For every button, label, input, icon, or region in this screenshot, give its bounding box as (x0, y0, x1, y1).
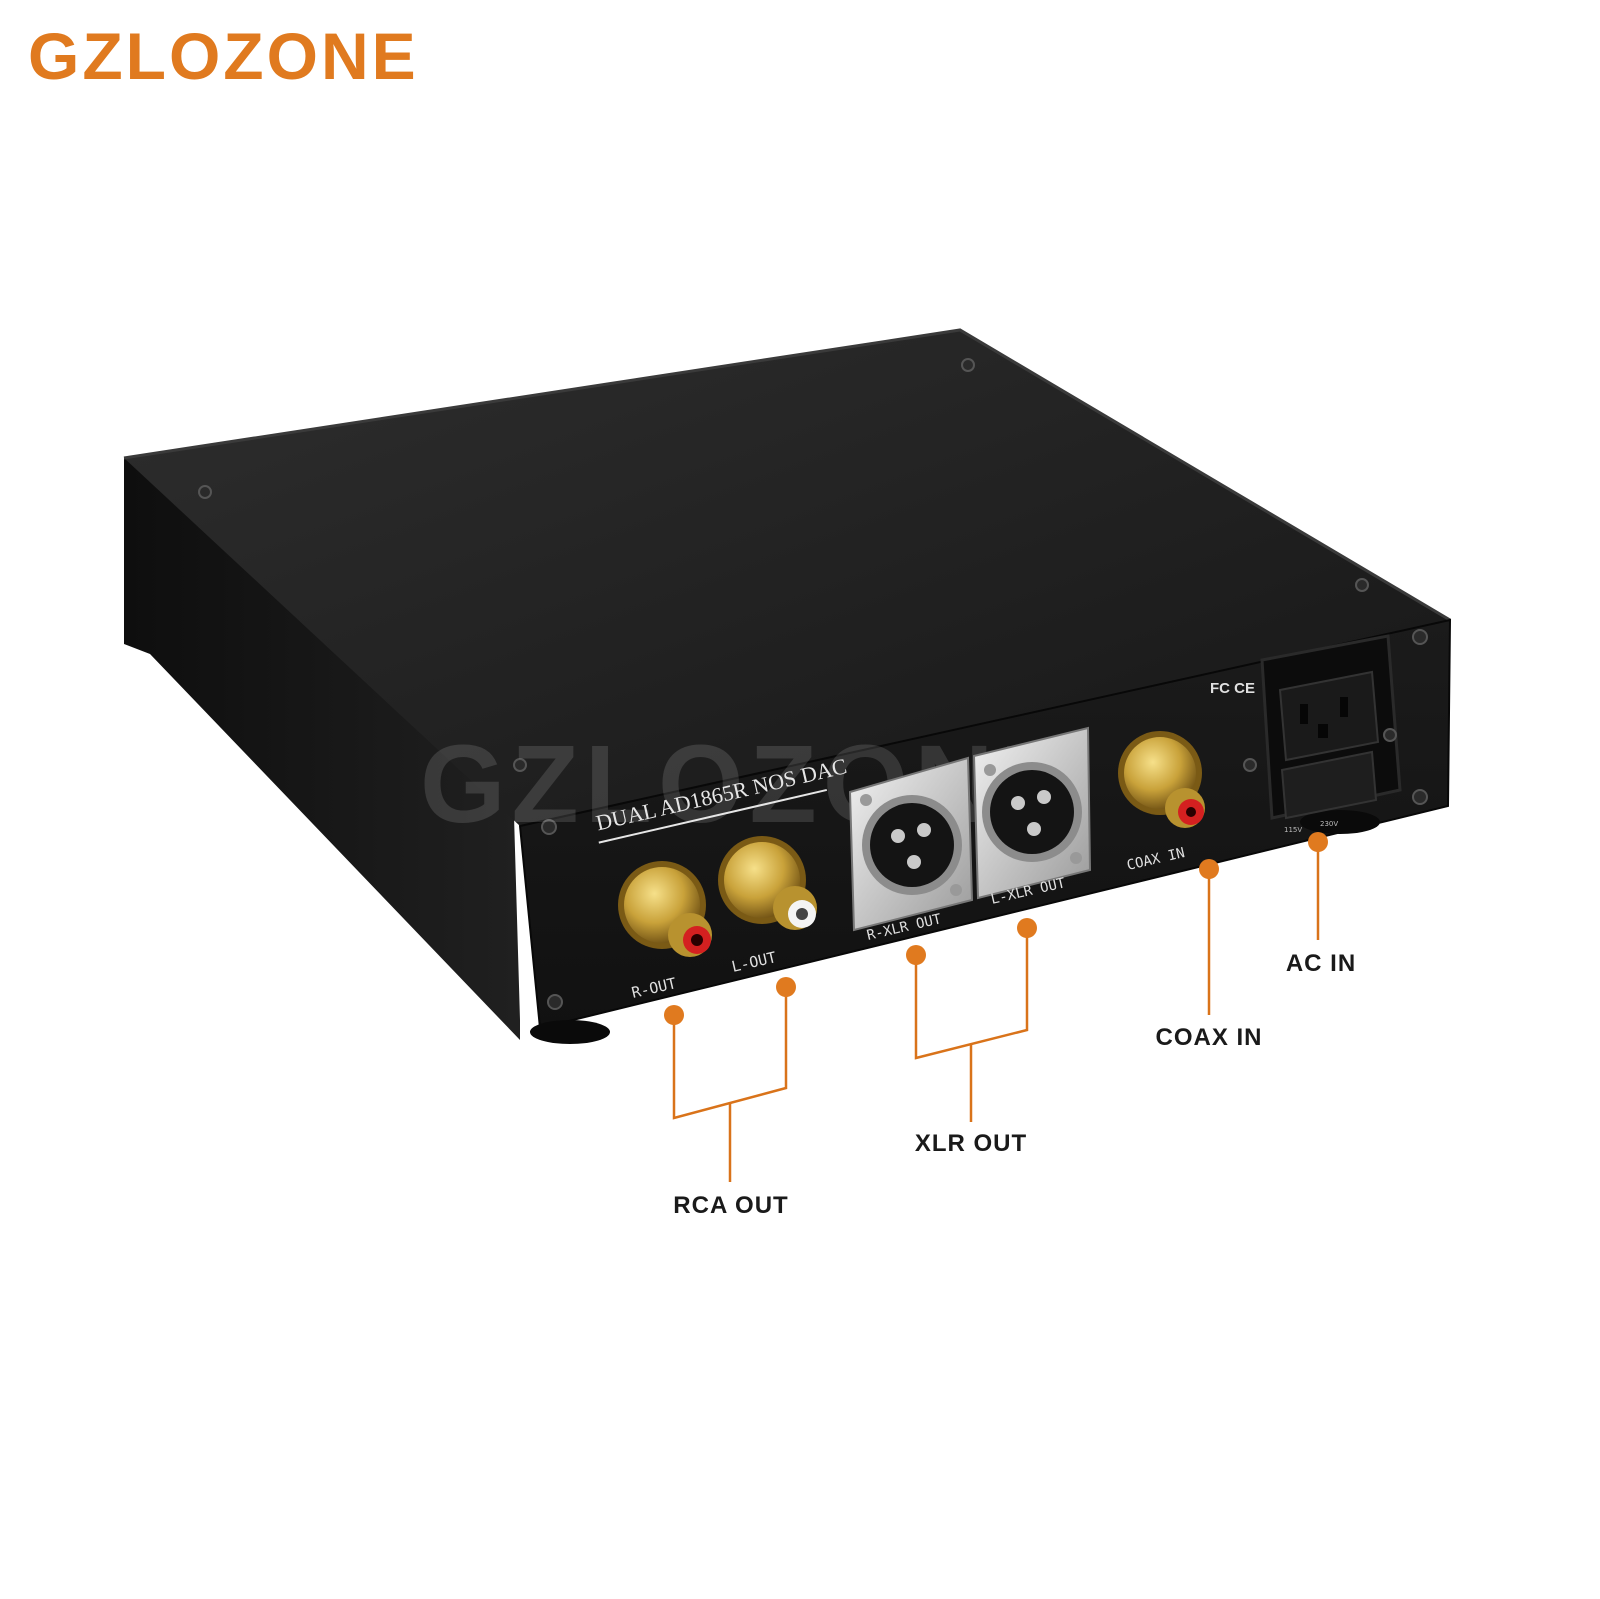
rca-jack-l (718, 836, 817, 930)
callout-dot-ac (1308, 832, 1328, 852)
callout-coax-in: COAX IN (1155, 1024, 1263, 1051)
callout-lines (672, 842, 1320, 1182)
label-230v: 230V (1320, 820, 1338, 828)
callout-dots (664, 832, 1328, 1025)
callout-dot-coax (1199, 859, 1219, 879)
xlr-jack-r (848, 756, 974, 932)
xlr-jack-l (972, 726, 1092, 900)
callout-rca-out: RCA OUT (673, 1192, 789, 1219)
screws (198, 358, 1428, 1010)
callout-dot-rca-r (664, 1005, 684, 1025)
brand-logo: GZLOZONE (28, 19, 419, 93)
callout-dot-xlr-r (906, 945, 926, 965)
callout-dot-xlr-l (1017, 918, 1037, 938)
label-115v: 115V (1284, 826, 1302, 834)
foot (530, 1020, 610, 1044)
ac-inlet (1243, 634, 1402, 820)
callout-ac-in: AC IN (1285, 950, 1357, 977)
rca-jack-r (618, 861, 712, 957)
cert-marks: FC CE (1210, 680, 1255, 697)
foot (1300, 810, 1380, 834)
coax-jack (1118, 731, 1205, 828)
callout-dot-rca-l (776, 977, 796, 997)
callout-xlr-out: XLR OUT (914, 1130, 1028, 1157)
